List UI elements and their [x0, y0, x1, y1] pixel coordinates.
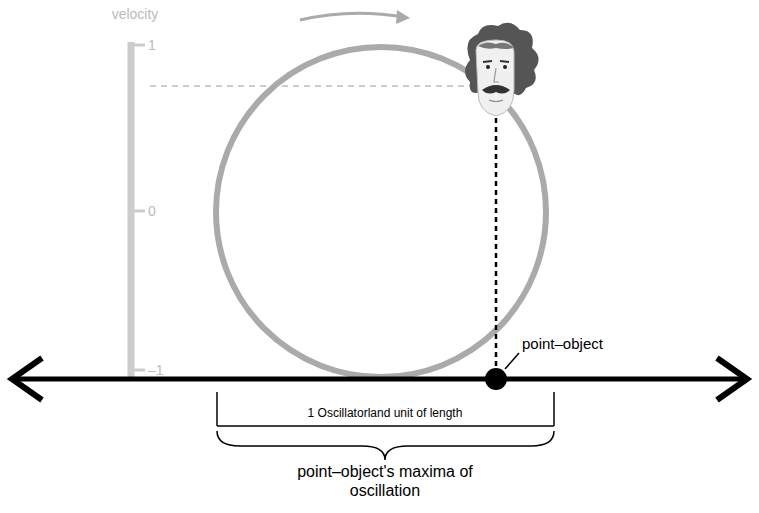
axis-arrowhead	[12, 358, 42, 400]
unit-bracket	[216, 392, 218, 426]
axis-arrowhead	[717, 358, 747, 400]
axis-value: 0	[148, 203, 156, 220]
leader-line	[505, 353, 519, 369]
einstein-head	[465, 23, 539, 116]
unit-bracket	[217, 425, 554, 427]
unit-label: 1 Oscillatorland unit of length	[308, 406, 463, 420]
axis-title: velocity	[112, 6, 159, 23]
axis-tick	[131, 369, 145, 372]
projection-line	[495, 118, 498, 368]
axis-value: –1	[148, 362, 164, 379]
rotation-arrow	[300, 13, 405, 20]
axis-value: 1	[148, 37, 156, 54]
rotation-arrowhead	[396, 10, 410, 24]
unit-bracket	[553, 392, 555, 426]
axis-tick	[131, 210, 145, 213]
maxima-label: point–object's maxima of oscillation	[295, 462, 475, 500]
position-axis	[14, 377, 745, 382]
point-object-dot	[485, 368, 507, 390]
point-label: point–object	[522, 335, 603, 353]
maxima-brace	[217, 431, 554, 460]
velocity-level-line	[150, 85, 470, 87]
axis-tick	[131, 44, 145, 47]
